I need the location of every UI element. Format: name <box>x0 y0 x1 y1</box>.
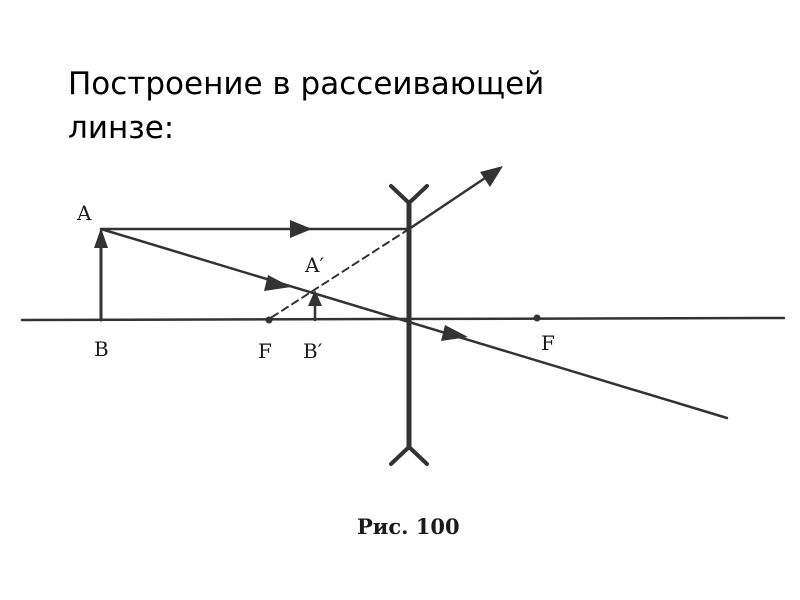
refracted-ray <box>407 168 499 231</box>
central-ray <box>99 227 729 420</box>
object-arrowhead <box>94 228 108 248</box>
label-b-prime: B′ <box>303 339 323 363</box>
label-f-left: F <box>258 339 272 363</box>
slide-title: Построение в рассеивающей линзе: <box>68 62 708 150</box>
focus-point-right <box>533 314 541 322</box>
label-a: A <box>76 201 92 225</box>
label-f-right: F <box>541 331 555 355</box>
slide-title-line-1: Построение в рассеивающей <box>68 66 545 102</box>
image-arrowhead <box>308 290 322 306</box>
refracted-ray-arrowhead <box>480 166 503 187</box>
virtual-ray-extension <box>268 228 410 320</box>
optical-centre <box>406 316 412 322</box>
parallel-ray-arrowhead <box>290 220 312 238</box>
diverging-lens <box>389 184 429 466</box>
central-ray-arrowhead-left <box>264 275 291 291</box>
label-a-prime: A′ <box>304 253 324 277</box>
label-b: B <box>94 337 109 361</box>
slide-title-line-2: линзе: <box>68 110 175 146</box>
central-ray-arrowhead-right <box>441 325 468 341</box>
figure-caption: Рис. 100 <box>357 514 460 539</box>
focus-point-left <box>265 316 273 324</box>
